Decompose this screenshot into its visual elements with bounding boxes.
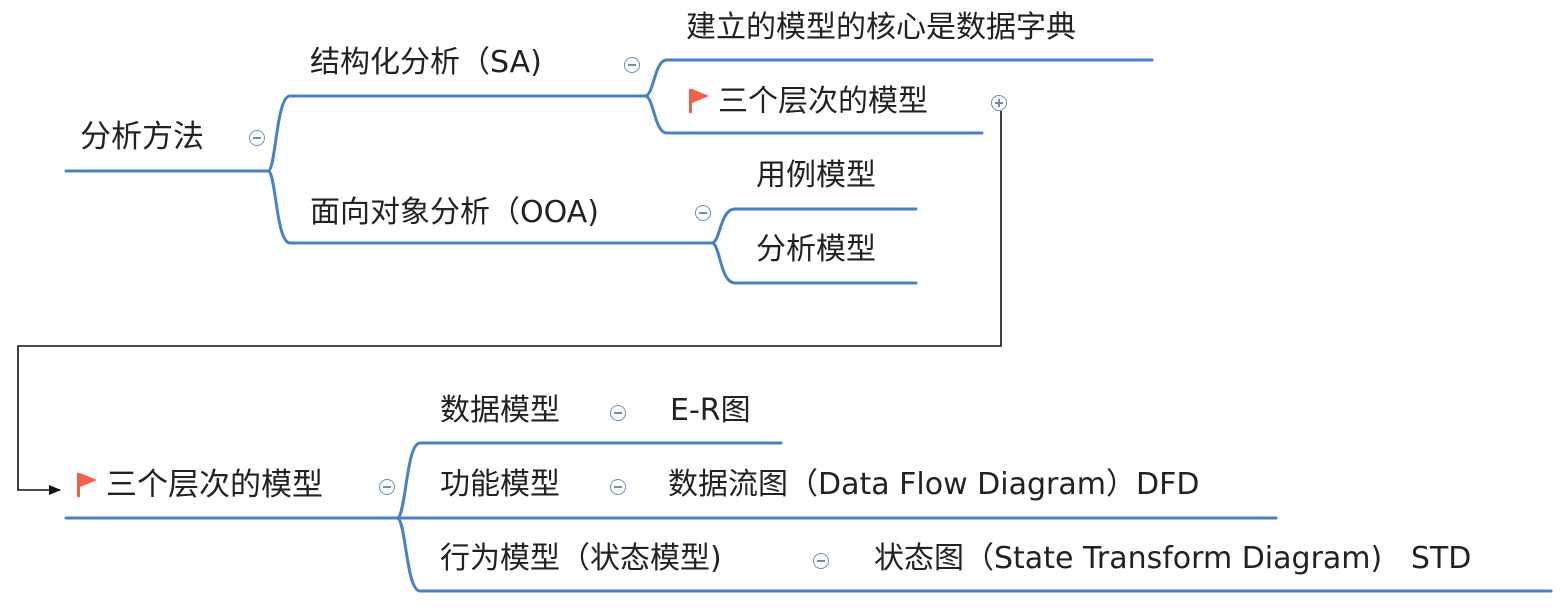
red-flag-icon: [77, 473, 97, 497]
topic-er-diagram[interactable]: E-R图: [670, 393, 751, 428]
topic-label: 三个层次的模型: [106, 467, 323, 503]
curve-sa-to-data-dictionary: [613, 58, 669, 98]
topic-three-level-model-ref[interactable]: 三个层次的模型: [688, 84, 928, 120]
jump-connector-arrow: [17, 111, 1002, 495]
red-flag-icon: [689, 89, 709, 113]
topic-data-dictionary-core[interactable]: 建立的模型的核心是数据字典: [686, 10, 1076, 45]
topic-analysis-methods[interactable]: 分析方法: [80, 119, 204, 155]
topic-object-oriented-analysis[interactable]: 面向对象分析（OOA): [310, 195, 599, 230]
topic-data-model[interactable]: 数据模型: [440, 393, 560, 428]
topic-three-level-model-root[interactable]: 三个层次的模型: [76, 467, 323, 503]
topic-analysis-model[interactable]: 分析模型: [756, 232, 876, 267]
expand-circle-icon[interactable]: [991, 95, 1007, 111]
topic-use-case-model[interactable]: 用例模型: [756, 158, 876, 193]
topic-state-transform-diagram[interactable]: 状态图（State Transform Diagram) STD: [874, 541, 1472, 576]
collapse-circle-icon[interactable]: [610, 405, 626, 421]
collapse-circle-icon[interactable]: [610, 479, 626, 495]
curve-root-to-ooa: [238, 169, 292, 245]
collapse-circle-icon[interactable]: [249, 130, 265, 146]
topic-label: 三个层次的模型: [718, 84, 928, 119]
topic-structured-analysis[interactable]: 结构化分析（SA): [310, 45, 542, 80]
collapse-circle-icon[interactable]: [379, 479, 395, 495]
curve-root-to-sa: [238, 94, 292, 173]
curve-root-to-behavior-model: [368, 516, 422, 593]
collapse-circle-icon[interactable]: [624, 57, 640, 73]
topic-data-flow-diagram[interactable]: 数据流图（Data Flow Diagram）DFD: [668, 467, 1200, 502]
topic-behavior-model[interactable]: 行为模型（状态模型): [440, 541, 722, 576]
curve-ooa-to-analysis: [686, 241, 737, 285]
topic-function-model[interactable]: 功能模型: [440, 467, 560, 502]
collapse-circle-icon[interactable]: [813, 553, 829, 569]
connector-lines: [64, 58, 1553, 593]
curve-sa-to-three-level: [613, 94, 669, 135]
curve-root-to-data-model: [368, 441, 422, 520]
collapse-circle-icon[interactable]: [695, 205, 711, 221]
